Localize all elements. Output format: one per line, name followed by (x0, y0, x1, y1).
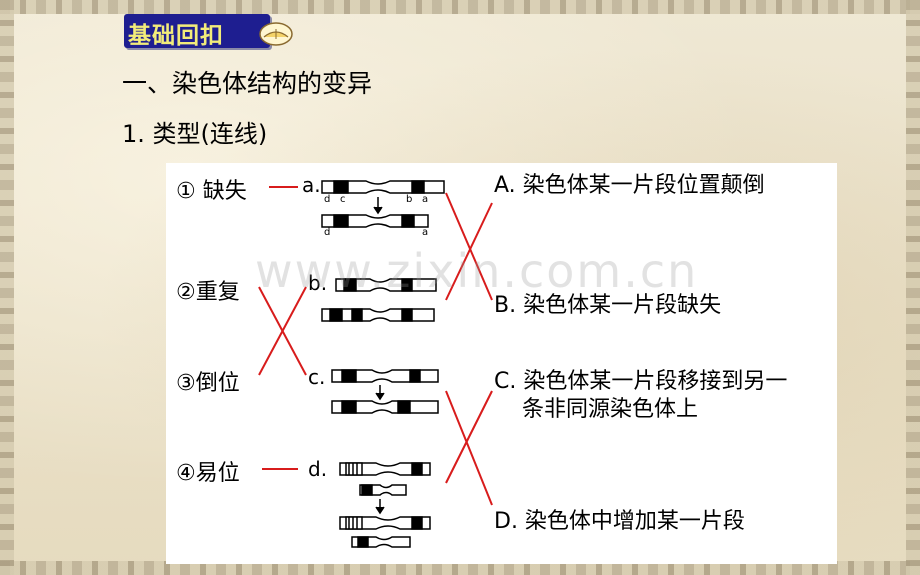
gene-letter-b: b (406, 194, 413, 205)
chromosome-a (321, 180, 445, 228)
section-badge-label: 基础回扣 (128, 23, 224, 49)
type-b-marker: b. (308, 271, 328, 295)
connector-c-D (445, 390, 493, 506)
connector-a-B (445, 192, 493, 301)
description-b: B. 染色体某一片段缺失 (494, 293, 722, 318)
description-a: A. 染色体某一片段位置颠倒 (494, 173, 765, 198)
matching-diagram (258, 180, 493, 548)
gene-letter-d: d (324, 227, 331, 238)
type-translocation-label: ④易位 (176, 461, 240, 486)
gene-letter-a: a (422, 194, 429, 205)
chromosome-d (339, 462, 431, 548)
description-c-line2: 条非同源染色体上 (522, 397, 699, 422)
type-deletion-label: ① 缺失 (176, 179, 247, 204)
type-d-marker: d. (308, 457, 328, 481)
description-d: D. 染色体中增加某一片段 (494, 509, 745, 534)
decorative-border-left (0, 0, 14, 575)
section-badge (124, 14, 270, 48)
matching-diagram-panel: d c b a d a ① 缺失 a. ②重复 b. ③倒位 c. ④易位 d.… (166, 163, 837, 564)
description-c-line1: C. 染色体某一片段移接到另一 (494, 369, 788, 394)
decorative-border-right (906, 0, 920, 575)
gene-letter-c: c (340, 194, 346, 205)
connector-b-A (445, 202, 493, 301)
book-icon (259, 22, 293, 46)
decorative-border-bottom (0, 561, 920, 575)
chromosome-b (321, 278, 437, 322)
chromosome-c (331, 369, 439, 414)
subsection-heading: 1. 类型(连线) (122, 120, 268, 148)
connector-3-b (258, 286, 307, 376)
type-a-marker: a. (302, 173, 321, 197)
decorative-border-top (0, 0, 920, 14)
gene-letter-d: d (324, 194, 331, 205)
section-heading: 一、染色体结构的变异 (122, 69, 373, 98)
gene-letter-a: a (422, 227, 429, 238)
type-inversion-label: ③倒位 (176, 371, 240, 396)
type-c-marker: c. (308, 365, 326, 389)
connector-d-C (445, 390, 493, 484)
type-duplication-label: ②重复 (176, 280, 240, 305)
